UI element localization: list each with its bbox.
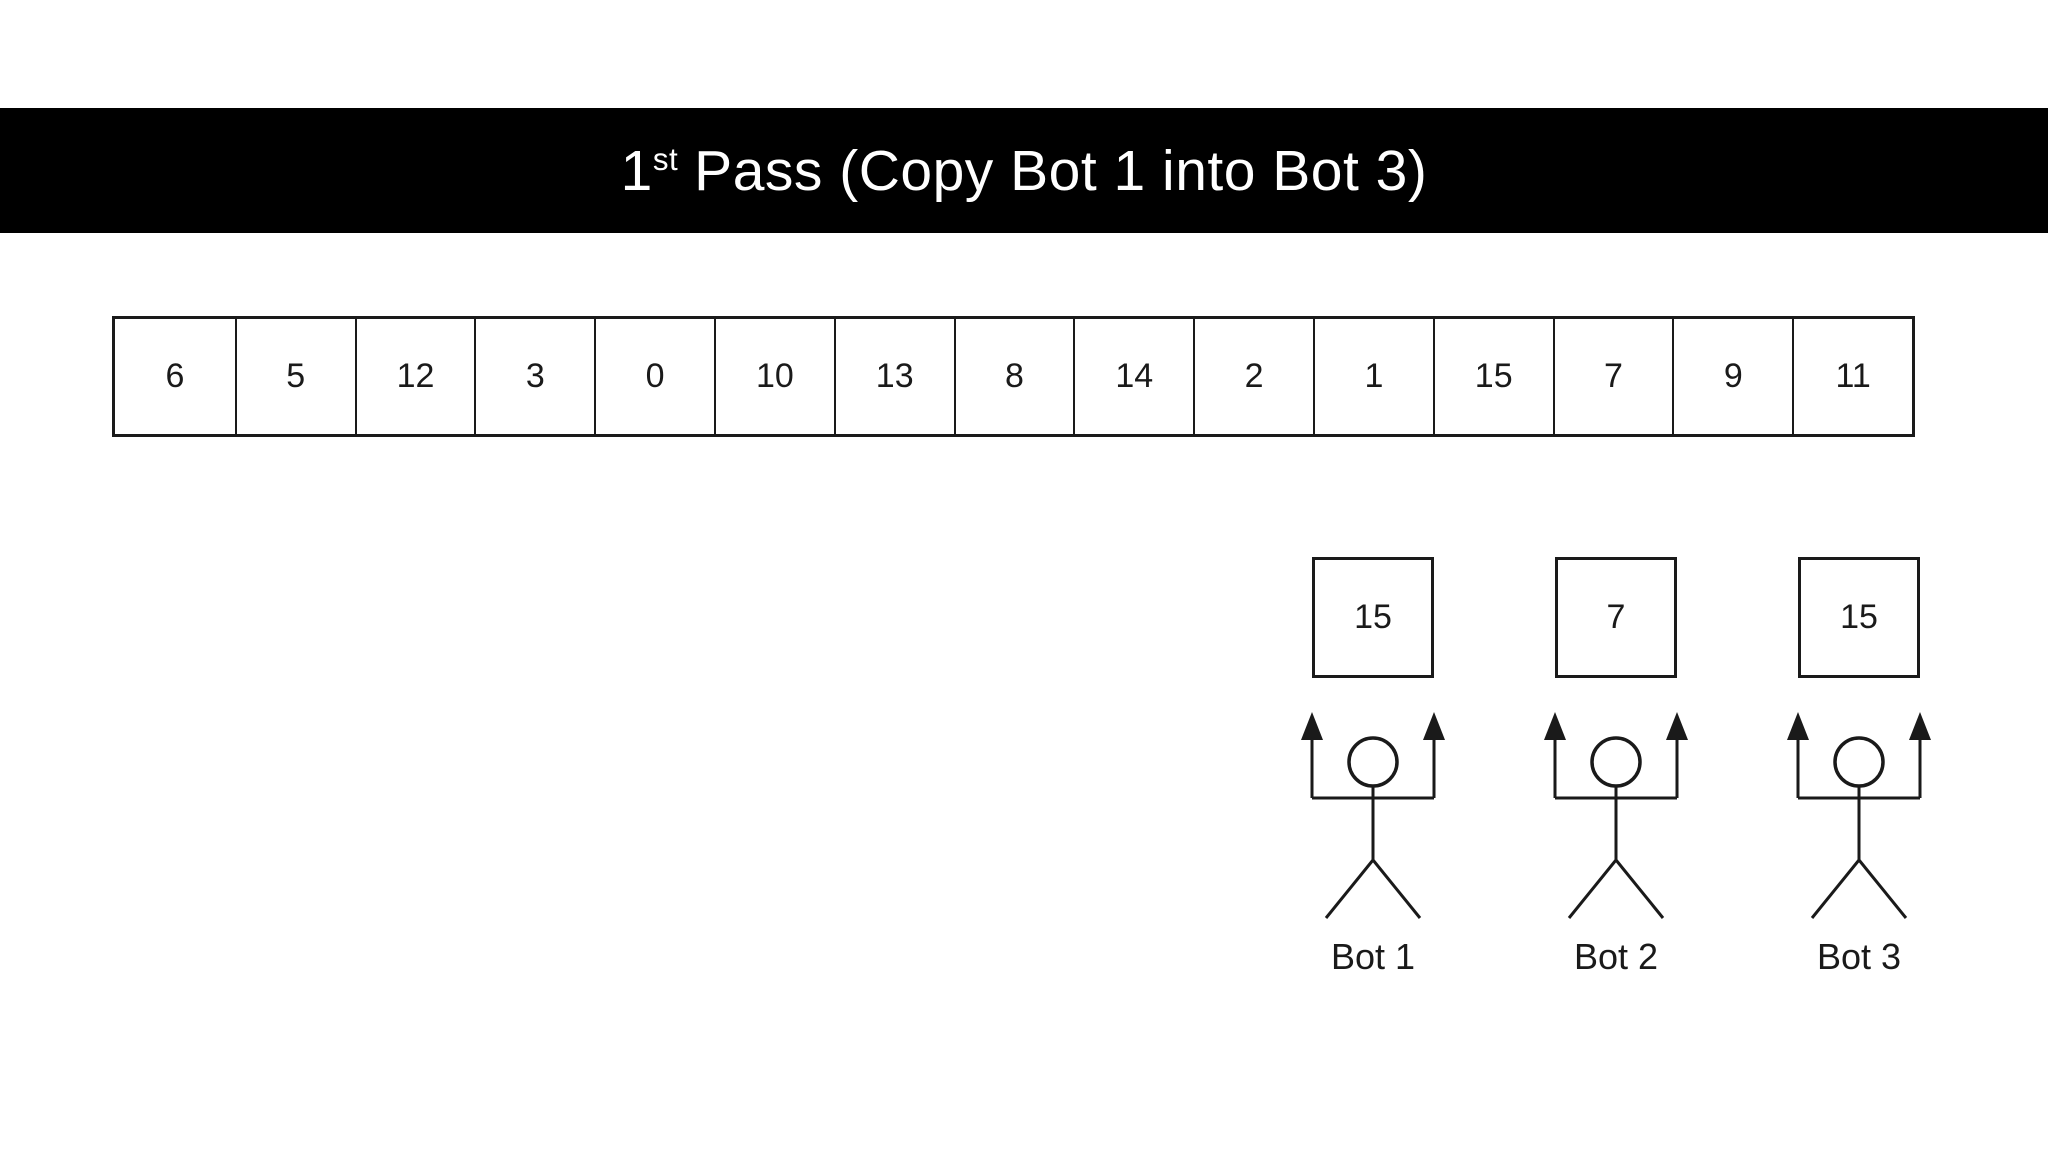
array-cell: 11 (1792, 319, 1912, 434)
up-arrow-right-icon (1666, 712, 1688, 740)
up-arrow-right-icon (1423, 712, 1445, 740)
leg-right (1371, 859, 1422, 919)
array-cell: 10 (714, 319, 834, 434)
title-rest: Pass (Copy Bot 1 into Bot 3) (694, 138, 1428, 203)
array-cell: 8 (953, 319, 1074, 434)
leg-right (1614, 859, 1665, 919)
bot-value-box: 7 (1555, 557, 1677, 678)
bot-label: Bot 3 (1816, 936, 1902, 977)
leg-left (1810, 859, 1861, 919)
bot-label: Bot 2 (1573, 936, 1659, 977)
head-circle (1347, 736, 1399, 788)
head-circle (1590, 736, 1642, 788)
array-cell: 0 (594, 319, 714, 434)
bot-group-2: 7 Bot 2 (1526, 557, 1706, 987)
array-row: 6 5 12 3 0 10 13 8 14 2 1 15 7 9 11 (112, 316, 1915, 437)
up-arrow-right-icon (1909, 712, 1931, 740)
page-title: 1st Pass (Copy Bot 1 into Bot 3) (621, 138, 1428, 204)
bot-group-3: 15 Bot 3 (1769, 557, 1949, 987)
bot-value-box: 15 (1312, 557, 1434, 678)
up-arrow-left-icon (1787, 712, 1809, 740)
array-cell: 7 (1552, 319, 1673, 434)
leg-left (1324, 859, 1375, 919)
bot-value-box: 15 (1798, 557, 1920, 678)
stick-figure-icon (1301, 712, 1445, 919)
array-cell: 15 (1432, 319, 1553, 434)
array-cell: 12 (354, 319, 475, 434)
bot-label: Bot 1 (1330, 936, 1416, 977)
title-bar: 1st Pass (Copy Bot 1 into Bot 3) (0, 108, 2048, 233)
leg-left (1567, 859, 1618, 919)
array-cell: 9 (1672, 319, 1792, 434)
array-cell: 6 (165, 357, 185, 395)
stick-figure-icon (1787, 712, 1931, 919)
leg-right (1857, 859, 1908, 919)
array-cell: 3 (474, 319, 594, 434)
title-number: 1 (620, 138, 653, 203)
title-ordinal-superscript: st (652, 141, 679, 177)
bot-group-1: 15 Bot 1 (1283, 557, 1463, 987)
array-cell: 2 (1193, 319, 1313, 434)
head-circle (1833, 736, 1885, 788)
array-cell: 14 (1073, 319, 1193, 434)
array-cell: 13 (833, 319, 954, 434)
up-arrow-left-icon (1301, 712, 1323, 740)
up-arrow-left-icon (1544, 712, 1566, 740)
array-cell: 1 (1313, 319, 1433, 434)
stick-figure-icon (1544, 712, 1688, 919)
array-cell: 5 (234, 319, 355, 434)
